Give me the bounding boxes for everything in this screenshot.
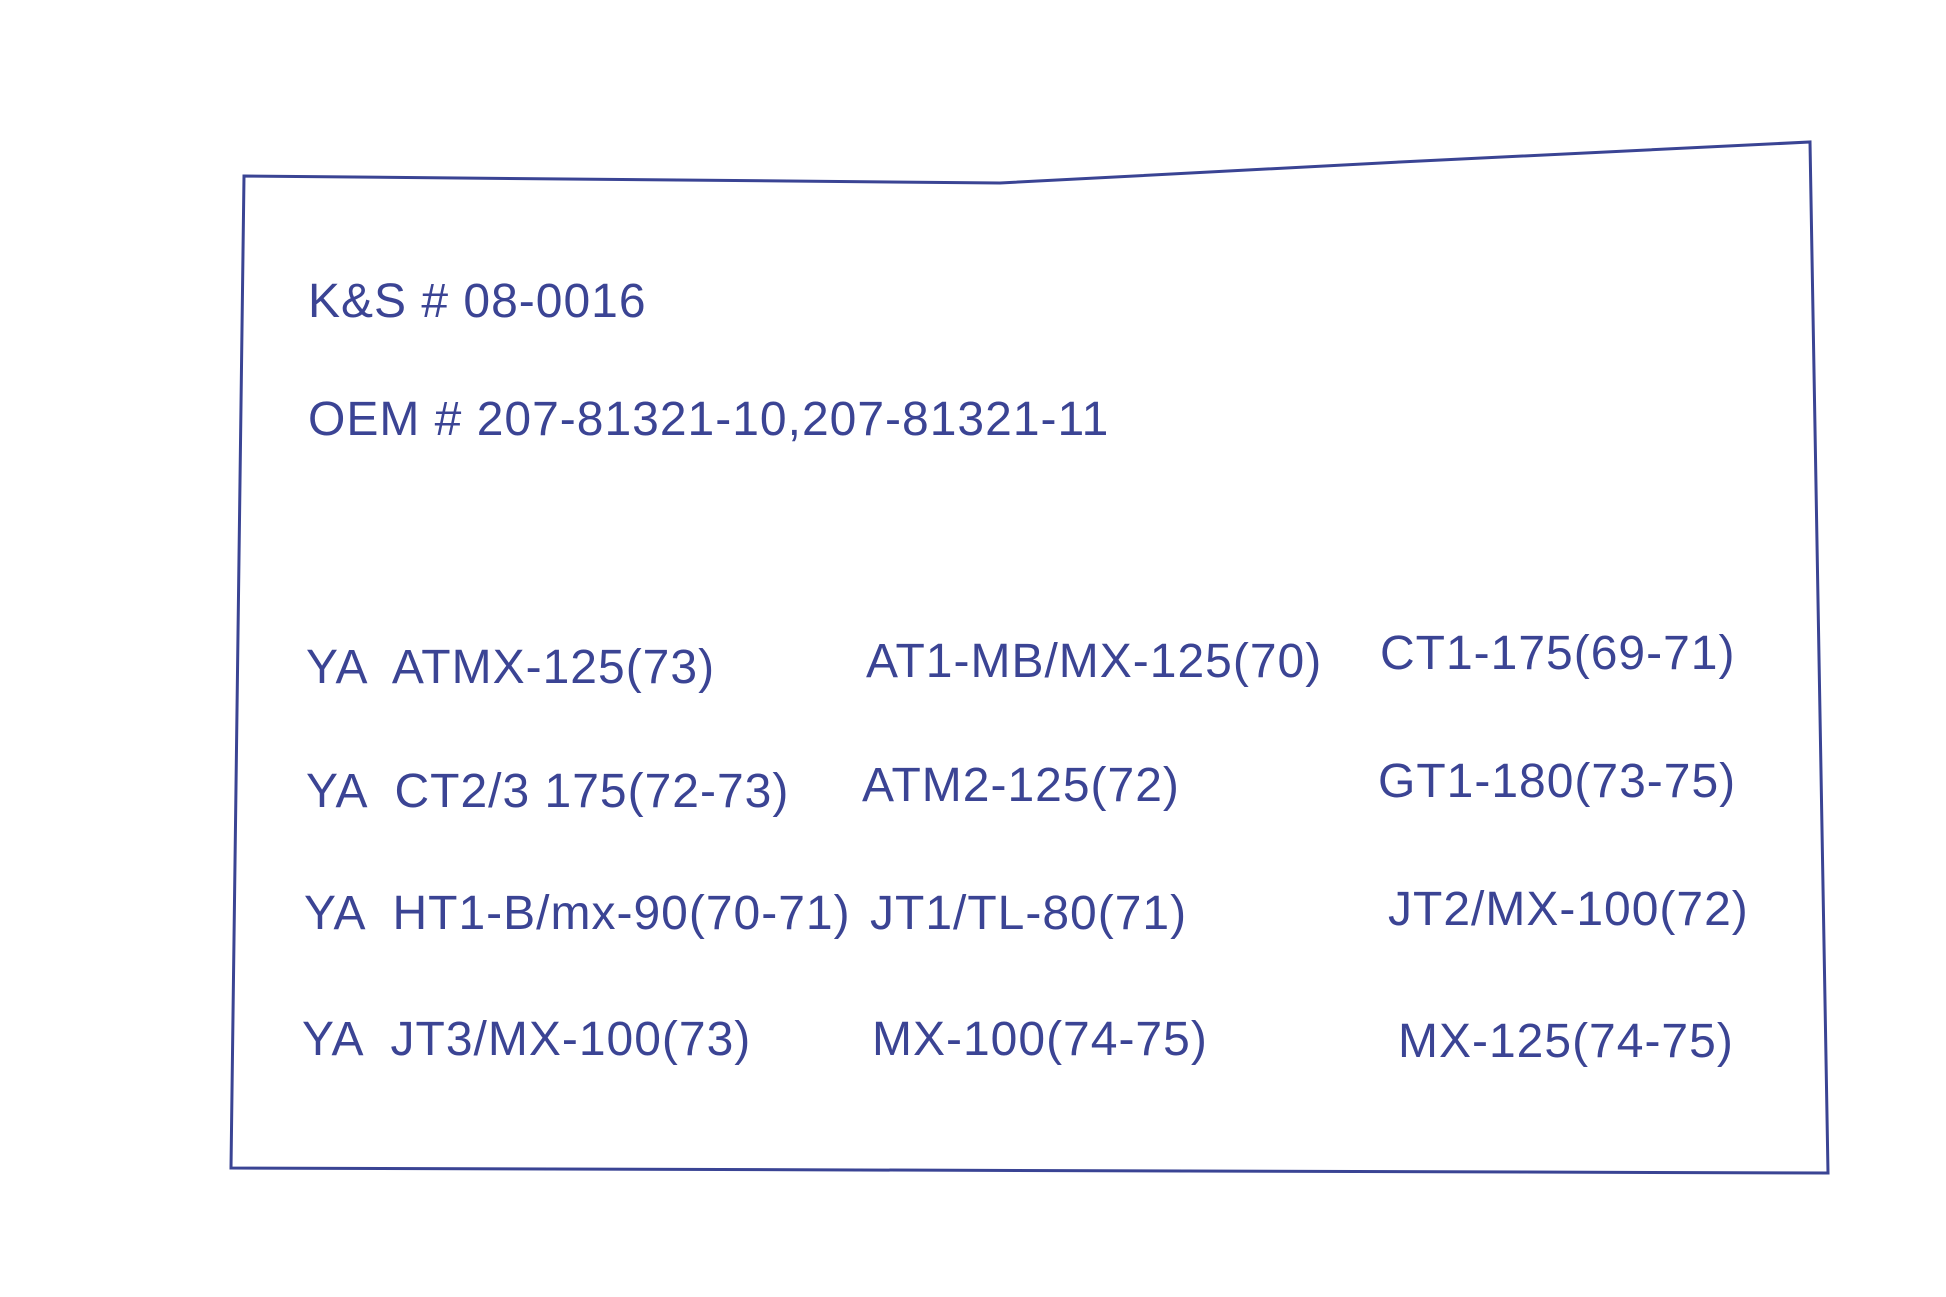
- fitment-row2-col1: YA CT2/3 175(72-73): [306, 765, 790, 818]
- fitment-row4-col2: MX-100(74-75): [872, 1013, 1208, 1066]
- fitment-row3-col1: YA HT1-B/mx-90(70-71): [304, 887, 851, 940]
- ks-part-number: K&S # 08-0016: [308, 275, 647, 328]
- fitment-row1-col1: YA ATMX-125(73): [306, 641, 716, 694]
- fitment-row2-col3: GT1-180(73-75): [1378, 755, 1737, 808]
- fitment-row4-col3: MX-125(74-75): [1398, 1015, 1734, 1068]
- oem-part-number: OEM # 207-81321-10,207-81321-11: [308, 393, 1110, 446]
- fitment-row3-col2: JT1/TL-80(71): [870, 887, 1188, 940]
- fitment-row4-col1: YA JT3/MX-100(73): [302, 1013, 752, 1066]
- fitment-row2-col2: ATM2-125(72): [862, 759, 1180, 812]
- fitment-row1-col3: CT1-175(69-71): [1380, 627, 1736, 680]
- fitment-row3-col3: JT2/MX-100(72): [1388, 883, 1749, 936]
- fitment-row1-col2: AT1-MB/MX-125(70): [866, 635, 1323, 688]
